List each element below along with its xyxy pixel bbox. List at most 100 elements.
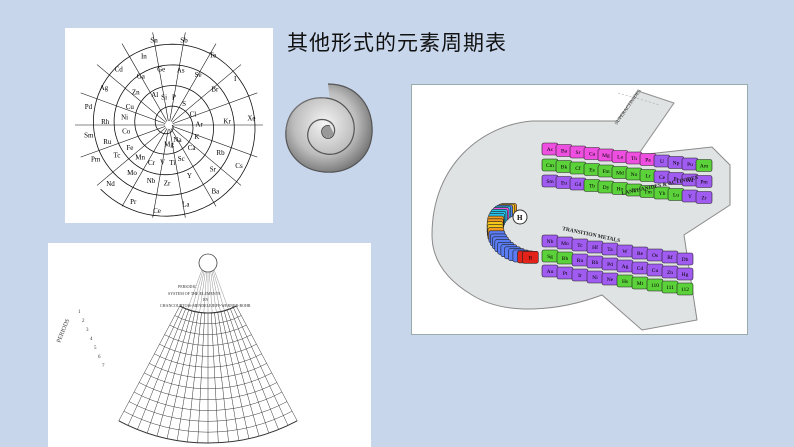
spiral-spoke	[80, 92, 166, 124]
fan-ray	[209, 264, 217, 313]
spiral-element-Br: Br	[211, 86, 219, 94]
spiral-element-Y: Y	[187, 172, 192, 180]
spiral-spoke	[169, 32, 186, 122]
block-label-Sm: Sm	[546, 179, 554, 185]
spiral-element-Sm: Sm	[84, 131, 94, 139]
slide-title: 其他形式的元素周期表	[287, 31, 507, 55]
block-label-Bk: Bk	[561, 165, 568, 171]
fan-row-number: 7	[102, 364, 105, 369]
spiral-element-Cr: Cr	[148, 159, 156, 167]
block-label-Mg: Mg	[602, 153, 610, 159]
spiral-spoke	[152, 128, 169, 218]
spiral-element-Se: Se	[195, 71, 202, 79]
center-hydrogen	[512, 209, 528, 225]
block-label-Db: Db	[682, 257, 689, 263]
spiral-element-In: In	[141, 53, 147, 61]
fan-spoke	[187, 312, 202, 442]
block-label-Sr: Sr	[576, 150, 581, 156]
spiral-spoke	[170, 128, 217, 207]
fan-side-label: PERIODS	[56, 318, 71, 343]
spiral-element-Al: Al	[151, 91, 158, 99]
block-label-Os: Os	[652, 253, 658, 259]
spiral-element-Ga: Ga	[137, 73, 146, 81]
block-label-Gd: Gd	[575, 182, 582, 188]
spiral-element-Mo: Mo	[127, 169, 137, 177]
spiral-element-Si: Si	[161, 94, 167, 102]
spiral-element-V: V	[160, 159, 165, 167]
fan-ray	[199, 264, 207, 313]
spiral-element-Ca: Ca	[188, 144, 197, 152]
fan-top-circle	[198, 253, 218, 273]
fan-spoke	[223, 310, 260, 437]
block-label-La: La	[617, 155, 623, 161]
block-label-Tb: Tb	[589, 184, 595, 190]
block-label-Ce: Ce	[659, 175, 666, 181]
block-label-Rf: Rf	[667, 254, 673, 261]
spiral-spoke	[171, 64, 242, 123]
block-112	[676, 282, 694, 296]
block-label-Tc: Tc	[577, 243, 583, 249]
fan-spoke	[211, 312, 219, 443]
spiral-element-Ge: Ge	[157, 66, 165, 74]
spiral-element-Ru: Ru	[103, 138, 112, 146]
block-B	[522, 251, 539, 264]
block-Zr	[695, 191, 713, 204]
block-Db	[676, 252, 694, 266]
block-label-Np: Np	[673, 161, 680, 167]
block-label-Cu: Cu	[652, 268, 659, 274]
block-label-Am: Am	[700, 164, 709, 170]
spiral-spoke	[96, 127, 167, 186]
block-label-Hf: Hf	[592, 244, 598, 251]
block-label-Ne: Ne	[607, 277, 614, 283]
nautilus-shell-drawing	[285, 83, 373, 173]
spiral-element-Xe: Xe	[247, 114, 255, 122]
fan-spoke	[156, 310, 193, 437]
fan-spoke	[146, 309, 190, 434]
block-label-Cm: Cm	[546, 163, 555, 169]
spiral-spoke	[96, 64, 167, 123]
spiral-element-Pm: Pm	[91, 156, 101, 164]
spiral-3d-diagram: RnAtPoFrRaCsRbKXeKrIBrTeSbSnPbBiGeGaInTl…	[431, 89, 731, 331]
block-label-Mo: Mo	[561, 241, 569, 247]
center-label: H	[517, 214, 523, 222]
block-label-Hs: Hs	[622, 279, 628, 285]
spiral-spoke	[121, 43, 168, 122]
block-label-Cd: Cd	[637, 266, 644, 272]
spiral-3d-periodic-table-image: RnAtPoFrRaCsRbKXeKrIBrTeSbSnPbBiGeGaInTl…	[411, 84, 748, 335]
block-label-Hg: Hg	[682, 272, 689, 278]
fan-heading-1: PERIODIC	[178, 284, 197, 289]
spiral-element-Cl: Cl	[190, 110, 197, 118]
spiral-element-Te: Te	[209, 51, 216, 59]
block-Pm	[695, 175, 713, 188]
block-label-112: 112	[681, 287, 689, 293]
block-label-Y: Y	[688, 194, 692, 200]
spiral-element-Mn: Mn	[135, 154, 145, 162]
spiral-element-Pr: Pr	[130, 198, 137, 206]
spiral-element-Cs: Cs	[235, 162, 243, 170]
fan-heading-2: SYSTEM OF THE ELEMENTS	[168, 291, 220, 296]
spiral-element-Cd: Cd	[115, 66, 124, 74]
fan-row-number: 4	[90, 337, 93, 342]
spiral-spoke	[172, 92, 258, 124]
spiral-element-As: As	[177, 66, 185, 74]
block-label-Ca: Ca	[589, 152, 596, 158]
block-label-Ac: Ac	[547, 147, 554, 153]
block-label-Tm: Tm	[644, 190, 652, 196]
fan-spoke	[235, 305, 298, 421]
spiral-element-Zn: Zn	[132, 88, 140, 96]
spiral-spoke	[171, 127, 242, 186]
block-label-Ru: Ru	[577, 258, 584, 264]
spiral-element-Na: Na	[173, 136, 182, 144]
block-label-Sg: Sg	[547, 254, 553, 260]
fan-spoke	[233, 307, 289, 426]
spiral-element-Sc: Sc	[178, 155, 185, 163]
block-label-Lu: Lu	[673, 193, 679, 199]
block-label-Re: Re	[637, 251, 644, 257]
fan-ray	[211, 264, 225, 311]
spiral-element-La: La	[182, 201, 190, 209]
block-label-Th: Th	[631, 156, 637, 162]
fan-ray	[208, 264, 213, 313]
spiral-element-I: I	[234, 75, 237, 83]
